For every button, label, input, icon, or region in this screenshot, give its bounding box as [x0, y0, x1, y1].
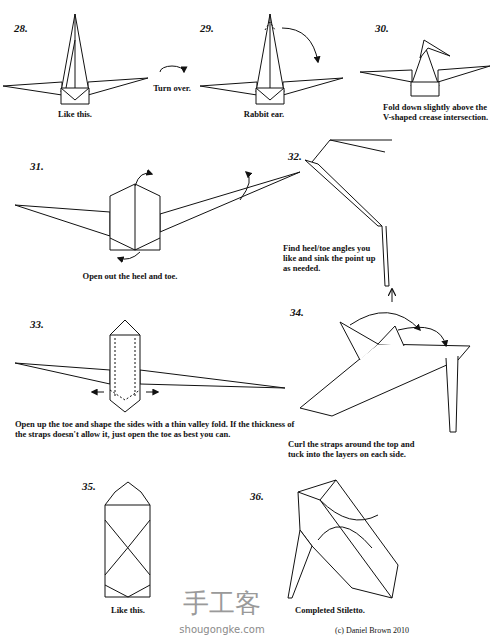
crease: [105, 505, 150, 506]
instruction-caption: Find heel/toe angles you like and sink t…: [283, 244, 381, 273]
turn-arrow: [160, 66, 184, 72]
open-arrow: [118, 252, 140, 259]
base: [411, 82, 439, 96]
strap: [318, 527, 372, 548]
crease: [256, 88, 284, 100]
folded-point: [420, 40, 450, 58]
body: [256, 14, 284, 92]
shoe-top: [105, 482, 150, 597]
shoe-body: [298, 480, 398, 598]
step-32-figure: [305, 140, 392, 302]
step-number: 36.: [250, 490, 264, 502]
crease: [298, 492, 392, 598]
instruction-caption: Fold down slightly above the V-shaped cr…: [383, 103, 495, 123]
shoe-side: [300, 344, 470, 416]
instruction-caption: Curl the straps around the top and tuck …: [288, 440, 420, 460]
crease: [66, 40, 75, 88]
instruction-caption: Open out the heel and toe.: [83, 272, 178, 282]
strap: [378, 326, 404, 346]
step-28-figure: [3, 14, 148, 104]
strap: [105, 520, 150, 575]
heel-spike: [446, 356, 458, 432]
base: [256, 88, 284, 104]
crease: [135, 184, 136, 250]
copyright: (c) Daniel Brown 2010: [335, 626, 409, 635]
step-36-figure: [288, 480, 398, 598]
step-30-figure: [360, 40, 490, 96]
wing: [160, 172, 300, 232]
step-31-figure: [15, 172, 300, 259]
wing: [15, 205, 110, 236]
body: [61, 14, 89, 92]
instruction-caption: Like this.: [58, 110, 92, 120]
step-number: 31.: [30, 160, 44, 172]
instruction-caption: Turn over.: [153, 84, 191, 94]
crease: [61, 88, 89, 100]
wing: [140, 370, 285, 388]
turn-over-symbol: [160, 66, 184, 72]
heel-spike: [288, 530, 312, 598]
wing: [283, 78, 343, 95]
step-33-figure: [15, 320, 285, 412]
step-number: 28.: [14, 22, 28, 34]
body: [110, 184, 160, 250]
wing: [438, 66, 490, 82]
wing: [3, 82, 62, 95]
wing: [360, 70, 412, 82]
valley-fold: [135, 338, 136, 398]
open-arrow: [240, 172, 249, 200]
instruction-caption: Open up the toe and shape the sides with…: [15, 420, 295, 440]
fold-arrow: [146, 392, 158, 393]
base: [61, 88, 89, 104]
step-number: 29.: [200, 22, 214, 34]
step-35-figure: [105, 482, 150, 597]
step-number: 32.: [288, 150, 302, 162]
crease: [75, 14, 76, 92]
instruction-caption: Rabbit ear.: [244, 110, 284, 120]
crease: [105, 585, 150, 597]
rabbit-ear-crease: [265, 22, 275, 30]
watermark-url: shougongke.com: [179, 624, 264, 635]
heel-shape: [305, 160, 382, 226]
valley-fold: [115, 338, 116, 398]
heel-spike: [382, 226, 389, 286]
fold-arrow: [92, 392, 104, 393]
step-number: 35.: [82, 480, 96, 492]
strap: [105, 520, 150, 575]
step-number: 33.: [30, 318, 44, 330]
crease: [110, 390, 140, 400]
curl-arrow: [398, 327, 446, 346]
instruction-caption: Completed Stiletto.: [295, 606, 365, 616]
body: [110, 320, 140, 412]
crease: [320, 480, 336, 500]
step-number: 30.: [375, 22, 389, 34]
crease: [330, 140, 385, 152]
step-number: 34.: [290, 306, 304, 318]
wing: [88, 78, 148, 95]
crease: [110, 238, 160, 250]
toe-point: [312, 140, 392, 162]
strap: [320, 500, 378, 520]
step-34-figure: [300, 313, 470, 432]
watermark: 手工客: [183, 586, 261, 621]
strap: [340, 322, 378, 360]
fold-arrow: [282, 28, 318, 62]
sink-arrow: [392, 290, 393, 302]
step-29-figure: [200, 14, 343, 104]
wing: [200, 82, 257, 95]
wing: [15, 363, 110, 384]
open-arrow: [135, 173, 152, 186]
crease: [110, 335, 140, 336]
instruction-caption: Like this.: [111, 606, 145, 616]
crease: [270, 14, 271, 92]
